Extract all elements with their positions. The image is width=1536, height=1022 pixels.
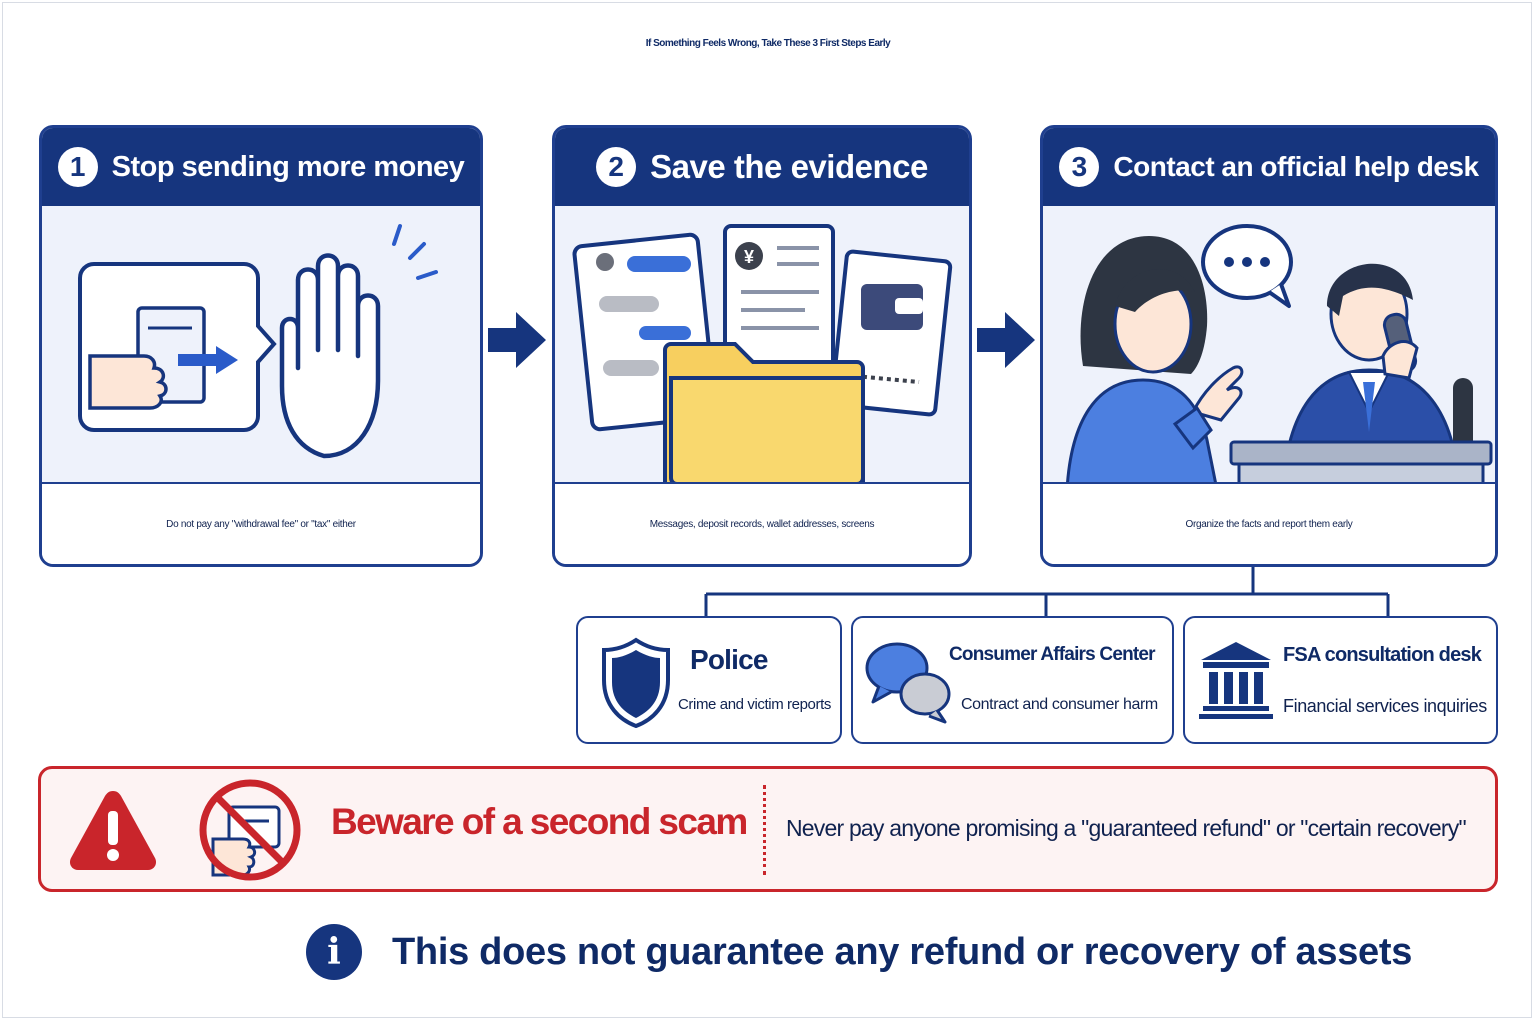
step-caption-1: Do not pay any "withdrawal fee" or "tax"… — [42, 482, 480, 564]
warning-triangle-icon — [69, 791, 157, 870]
yen-receipt-icon: ¥ — [723, 224, 835, 384]
step-illustration-1 — [42, 206, 480, 490]
desk-desc-police: Crime and victim reports — [678, 696, 831, 713]
no-payment-icon — [199, 779, 301, 881]
step-number-3: 3 — [1059, 147, 1100, 187]
step-number-2: 2 — [596, 147, 637, 187]
desk-card-consumer-affairs: Consumer Affairs Center Contract and con… — [851, 616, 1174, 744]
desk-name-fsa: FSA consultation desk — [1283, 644, 1482, 666]
desk-name-consumer-affairs: Consumer Affairs Center — [949, 644, 1156, 665]
warning-banner: Beware of a second scam Never pay anyone… — [38, 766, 1498, 892]
step-caption-2: Messages, deposit records, wallet addres… — [555, 482, 969, 564]
warning-text: Never pay anyone promising a "guaranteed… — [786, 815, 1467, 841]
disclaimer-note: i This does not guarantee any refund or … — [306, 920, 1412, 984]
speech-bubble-icon — [1201, 224, 1293, 308]
step-title-3: Contact an official help desk — [1113, 151, 1479, 182]
arrow-right-icon — [488, 312, 546, 368]
desk-card-police: Police Crime and victim reports — [576, 616, 842, 744]
disclaimer-text: This does not guarantee any refund or re… — [392, 930, 1413, 973]
chat-bubbles-icon — [865, 642, 951, 724]
info-icon: i — [306, 924, 362, 980]
step-title-1: Stop sending more money — [111, 150, 465, 183]
warning-divider — [763, 785, 766, 875]
step-title-2: Save the evidence — [650, 148, 928, 185]
page-title: If Something Feels Wrong, Take These 3 F… — [645, 38, 891, 49]
arrow-right-icon — [977, 312, 1035, 368]
desk-name-police: Police — [690, 644, 768, 675]
desk-desc-fsa: Financial services inquiries — [1283, 696, 1487, 716]
step-caption-3: Organize the facts and report them early — [1043, 482, 1495, 564]
step-card-2: 2 Save the evidence ¥ — [552, 125, 972, 567]
hand-holding-document-icon — [78, 262, 277, 432]
step-card-3: 3 Contact an official help desk — [1040, 125, 1498, 567]
desk-card-fsa: FSA consultation desk Financial services… — [1183, 616, 1498, 744]
person-icon — [1065, 236, 1244, 490]
step-number-1: 1 — [57, 147, 98, 187]
svg-text:¥: ¥ — [744, 247, 754, 267]
step-header-3: 3 Contact an official help desk — [1043, 128, 1495, 206]
shield-icon — [602, 637, 670, 728]
desk-desc-consumer-affairs: Contract and consumer harm — [961, 696, 1158, 713]
bank-building-icon — [1199, 642, 1273, 719]
step-header-1: 1 Stop sending more money — [42, 128, 480, 206]
step-header-2: 2 Save the evidence — [555, 128, 969, 206]
warning-title: Beware of a second scam — [331, 801, 748, 842]
stop-hand-icon — [279, 224, 438, 459]
step-card-1: 1 Stop sending more money Do not pay any… — [39, 125, 483, 567]
step-illustration-2: ¥ — [555, 206, 969, 490]
step-illustration-3 — [1043, 206, 1495, 490]
folder-icon — [663, 342, 865, 490]
